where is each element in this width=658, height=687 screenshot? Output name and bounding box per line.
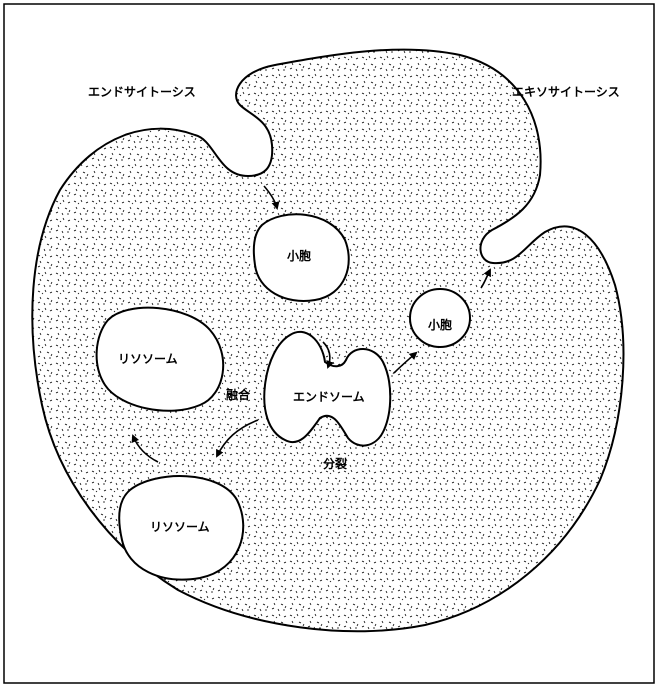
vesicle-right-label: 小胞: [428, 317, 452, 332]
vesicle-top-label: 小胞: [287, 248, 311, 263]
lysosome-upper-label: リソソーム: [118, 352, 178, 366]
fusion-label: 融合: [226, 387, 251, 402]
exocytosis-label: エキソサイトーシス: [512, 85, 620, 99]
endocytosis-label: エンドサイトーシス: [88, 85, 196, 99]
endosome-label: エンドソーム: [293, 390, 365, 404]
lysosome-lower-label: リソソーム: [150, 520, 210, 534]
fission-label: 分裂: [323, 456, 347, 471]
